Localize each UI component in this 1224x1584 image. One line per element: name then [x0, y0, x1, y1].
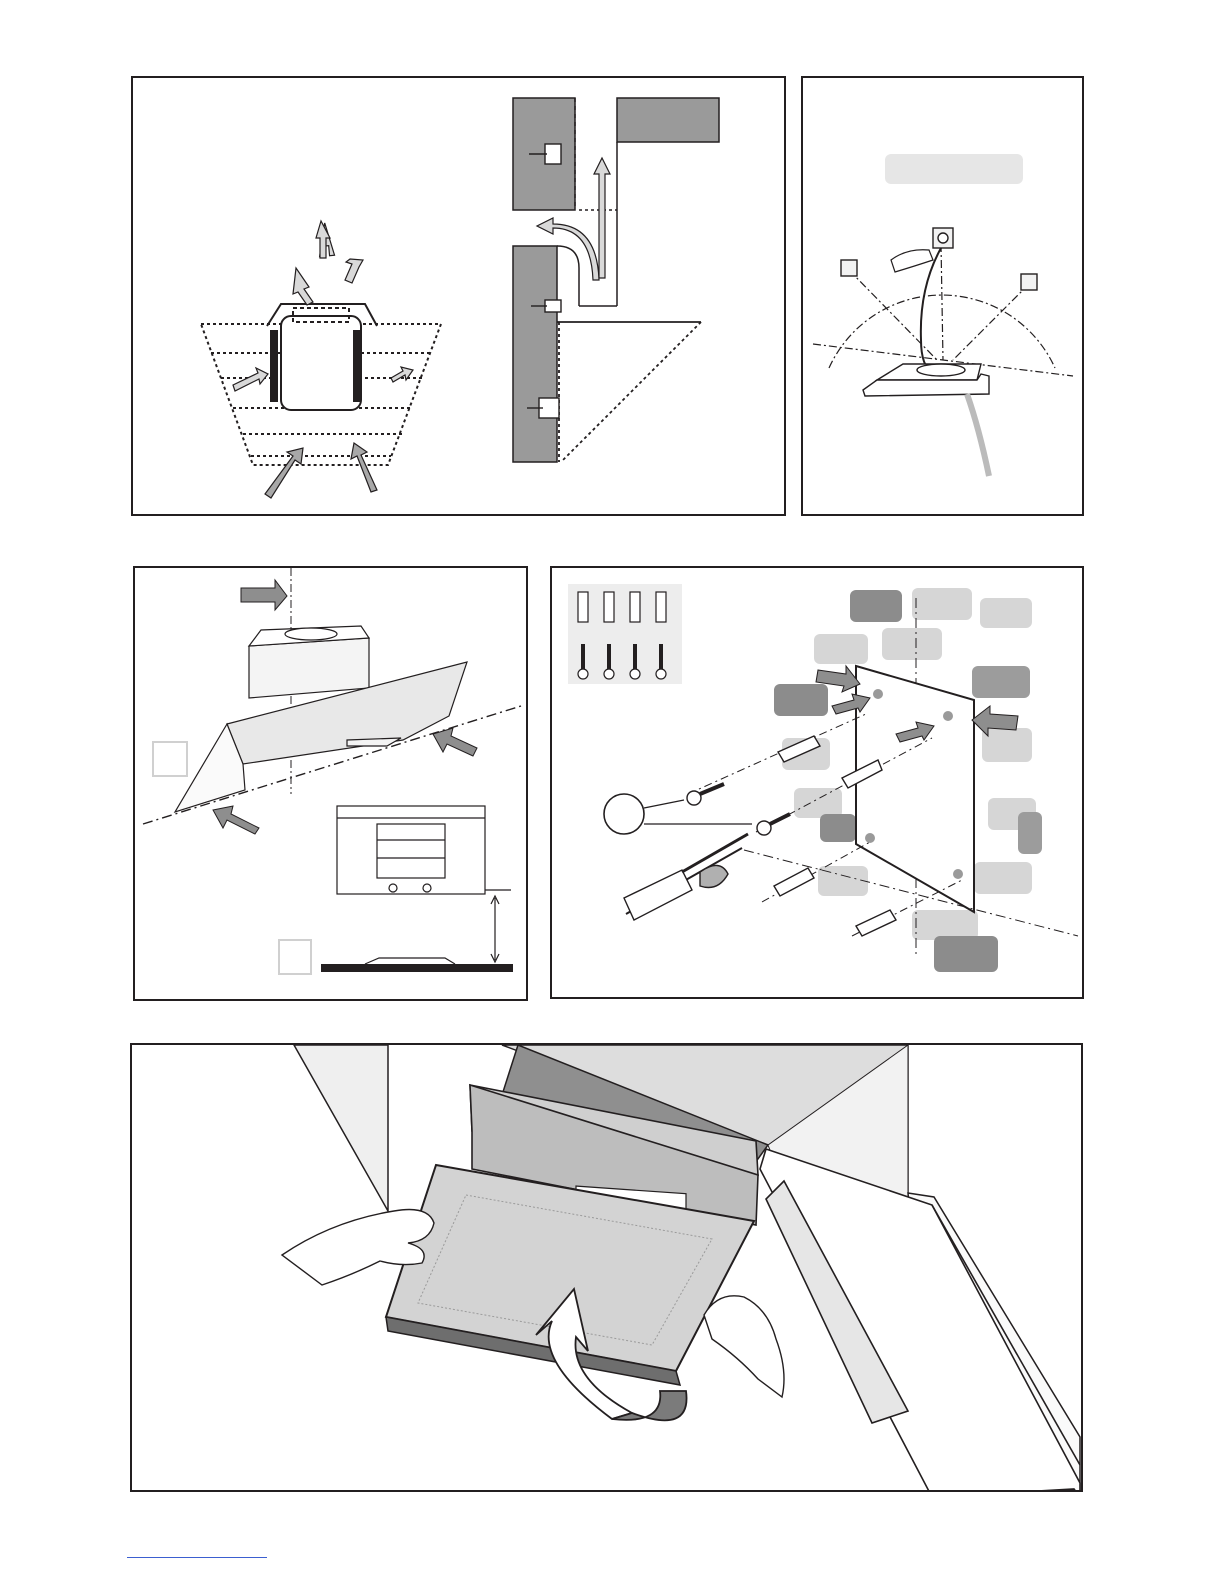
screwdriver-icon — [624, 834, 748, 920]
hood-front-view — [337, 806, 485, 894]
filter-removal-drawing — [132, 1045, 1081, 1490]
power-cable — [921, 248, 941, 374]
figure-airflow-duct — [131, 76, 786, 516]
bracket-drawing — [552, 568, 1082, 997]
callout-circle — [604, 794, 644, 834]
filter-bar-left — [270, 330, 278, 402]
airflow-duct-drawing — [133, 78, 784, 514]
figure-filter-removal — [130, 1043, 1083, 1492]
filter-bar-right — [353, 330, 361, 402]
height-dimension — [485, 890, 511, 962]
socket-icon — [841, 228, 1037, 290]
cooktop — [365, 958, 455, 964]
hood-side — [557, 322, 701, 462]
label-a-box — [153, 742, 187, 776]
footer-link-underline — [127, 1557, 267, 1558]
label-b-box — [279, 940, 311, 974]
hood-top — [863, 364, 989, 476]
hood-body — [175, 626, 467, 812]
caption-box — [885, 154, 1023, 184]
positioning-drawing — [135, 568, 526, 999]
side-glass-panel — [760, 1149, 1080, 1490]
figure-electrical-connection — [801, 76, 1084, 516]
hand-icon — [891, 250, 933, 272]
figure-hood-positioning — [133, 566, 528, 1001]
figure-wall-bracket — [550, 566, 1084, 999]
electrical-drawing — [803, 78, 1082, 514]
cooktop-surface — [321, 964, 513, 972]
screw-and-plug-set-icon — [568, 584, 682, 684]
